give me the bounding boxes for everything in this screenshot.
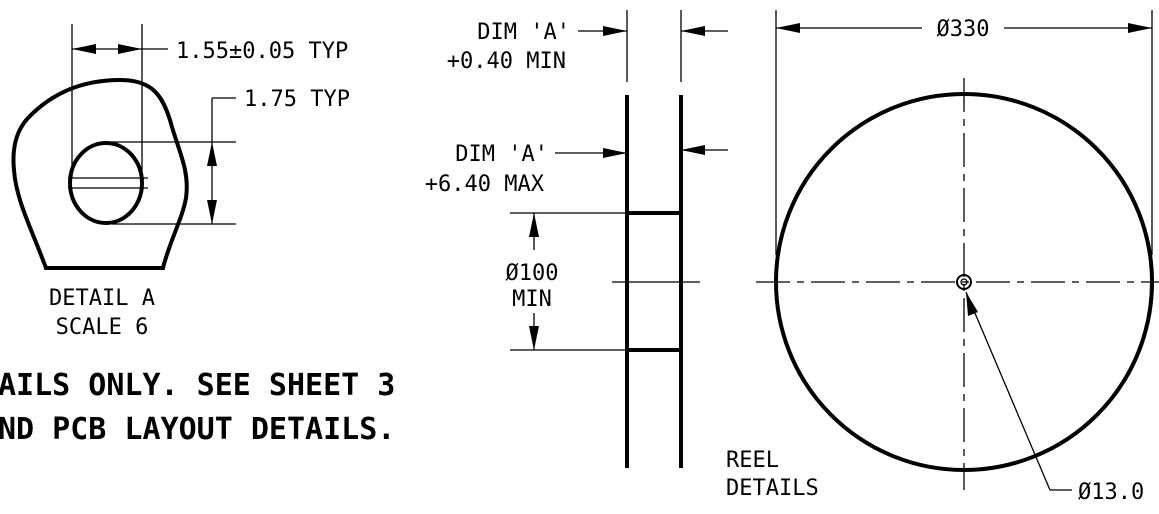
dim-a-max-label: DIM 'A' <box>455 142 548 167</box>
note-line-1: AILS ONLY. SEE SHEET 3 <box>0 368 395 403</box>
note-line-2: ND PCB LAYOUT DETAILS. <box>0 412 395 447</box>
reel-front-view: Ø330 Ø13.0 REEL DETAILS <box>726 10 1159 505</box>
detail-a-scale: SCALE 6 <box>56 315 149 340</box>
height-dimension-label: 1.75 TYP <box>244 87 350 112</box>
bore-outer <box>956 274 972 290</box>
detail-a-hole <box>68 141 144 225</box>
pitch-dimension-label: 1.55±0.05 TYP <box>176 39 348 64</box>
detail-a-outline <box>11 77 189 270</box>
reel-side-view: DIM 'A' +0.40 MIN DIM 'A' +6.40 MAX Ø100… <box>425 10 728 468</box>
outer-diameter-label: Ø330 <box>937 17 990 42</box>
hub-diameter-min: MIN <box>512 287 552 312</box>
bore-leader <box>965 291 1051 491</box>
dim-a-min-label: DIM 'A' <box>477 20 570 45</box>
detail-a-title: DETAIL A <box>49 286 155 311</box>
dim-a-max-value: +6.40 MAX <box>425 172 545 197</box>
detail-a: 1.55±0.05 TYP 1.75 TYP DETAIL A SCALE 6 <box>11 24 350 340</box>
dim-a-min-value: +0.40 MIN <box>447 49 566 74</box>
reel-details-caption-1: REEL <box>726 448 779 473</box>
hub-diameter-label: Ø100 <box>506 261 559 286</box>
bore-inner <box>960 278 968 286</box>
bore-diameter-label: Ø13.0 <box>1078 480 1144 505</box>
reel-details-caption-2: DETAILS <box>726 476 819 501</box>
notes: AILS ONLY. SEE SHEET 3 ND PCB LAYOUT DET… <box>0 368 395 447</box>
